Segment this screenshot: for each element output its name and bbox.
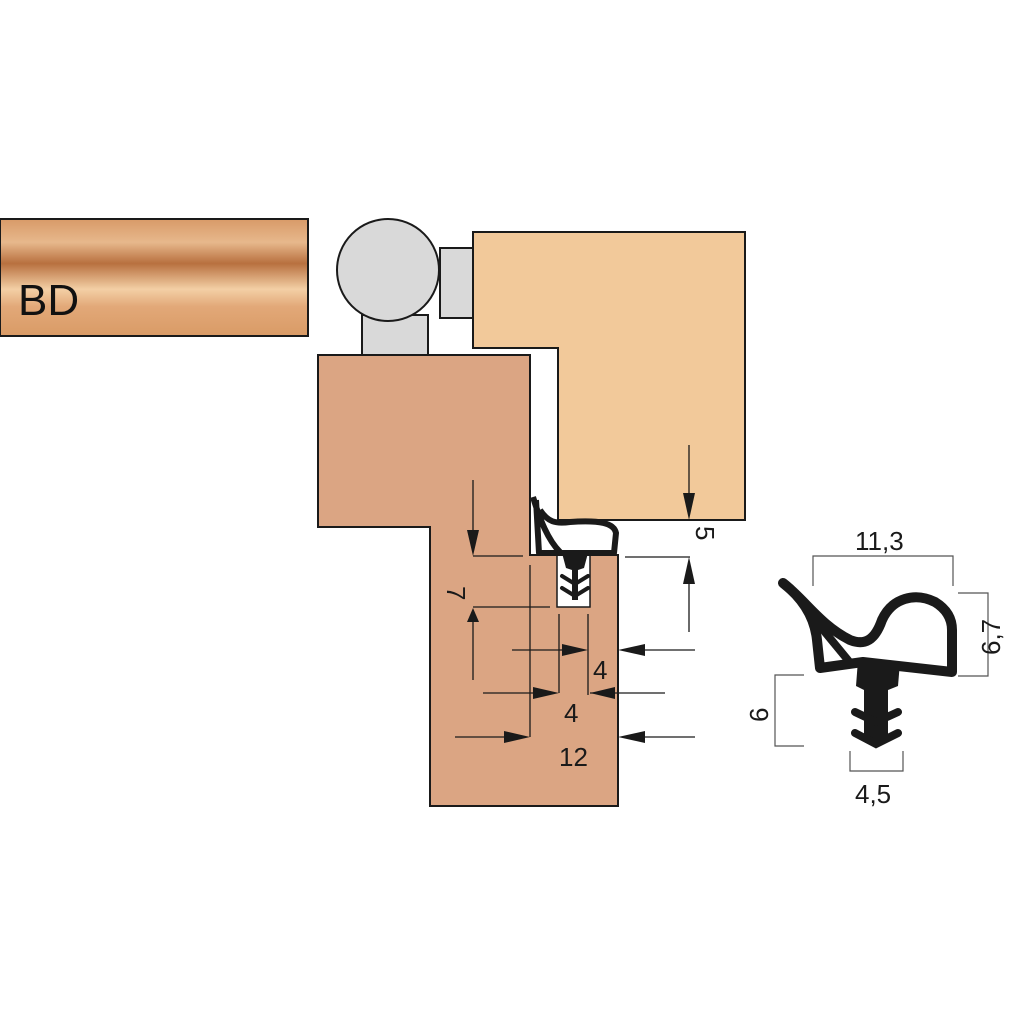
- dim-profile-width: 11,3: [855, 526, 904, 556]
- dim-4-upper: 4: [593, 655, 607, 685]
- color-swatch: BD: [0, 218, 309, 337]
- swatch-label: BD: [18, 276, 79, 325]
- dim-4-lower: 4: [564, 698, 578, 728]
- dim-12: 12: [559, 742, 588, 772]
- mounted-seal: [530, 496, 619, 600]
- dim-profile-stem-height: 6: [744, 708, 774, 722]
- dim-profile-height-top: 6,7: [976, 619, 1006, 655]
- hinge: [336, 218, 477, 358]
- installation-dimensions: 7 5 4 4 12: [441, 445, 720, 772]
- dim-profile-stem-width: 4,5: [855, 779, 891, 809]
- dim-7: 7: [441, 586, 471, 600]
- dim-5: 5: [690, 526, 720, 540]
- seal-profile: 11,3 6,7 6 4,5: [744, 526, 1006, 809]
